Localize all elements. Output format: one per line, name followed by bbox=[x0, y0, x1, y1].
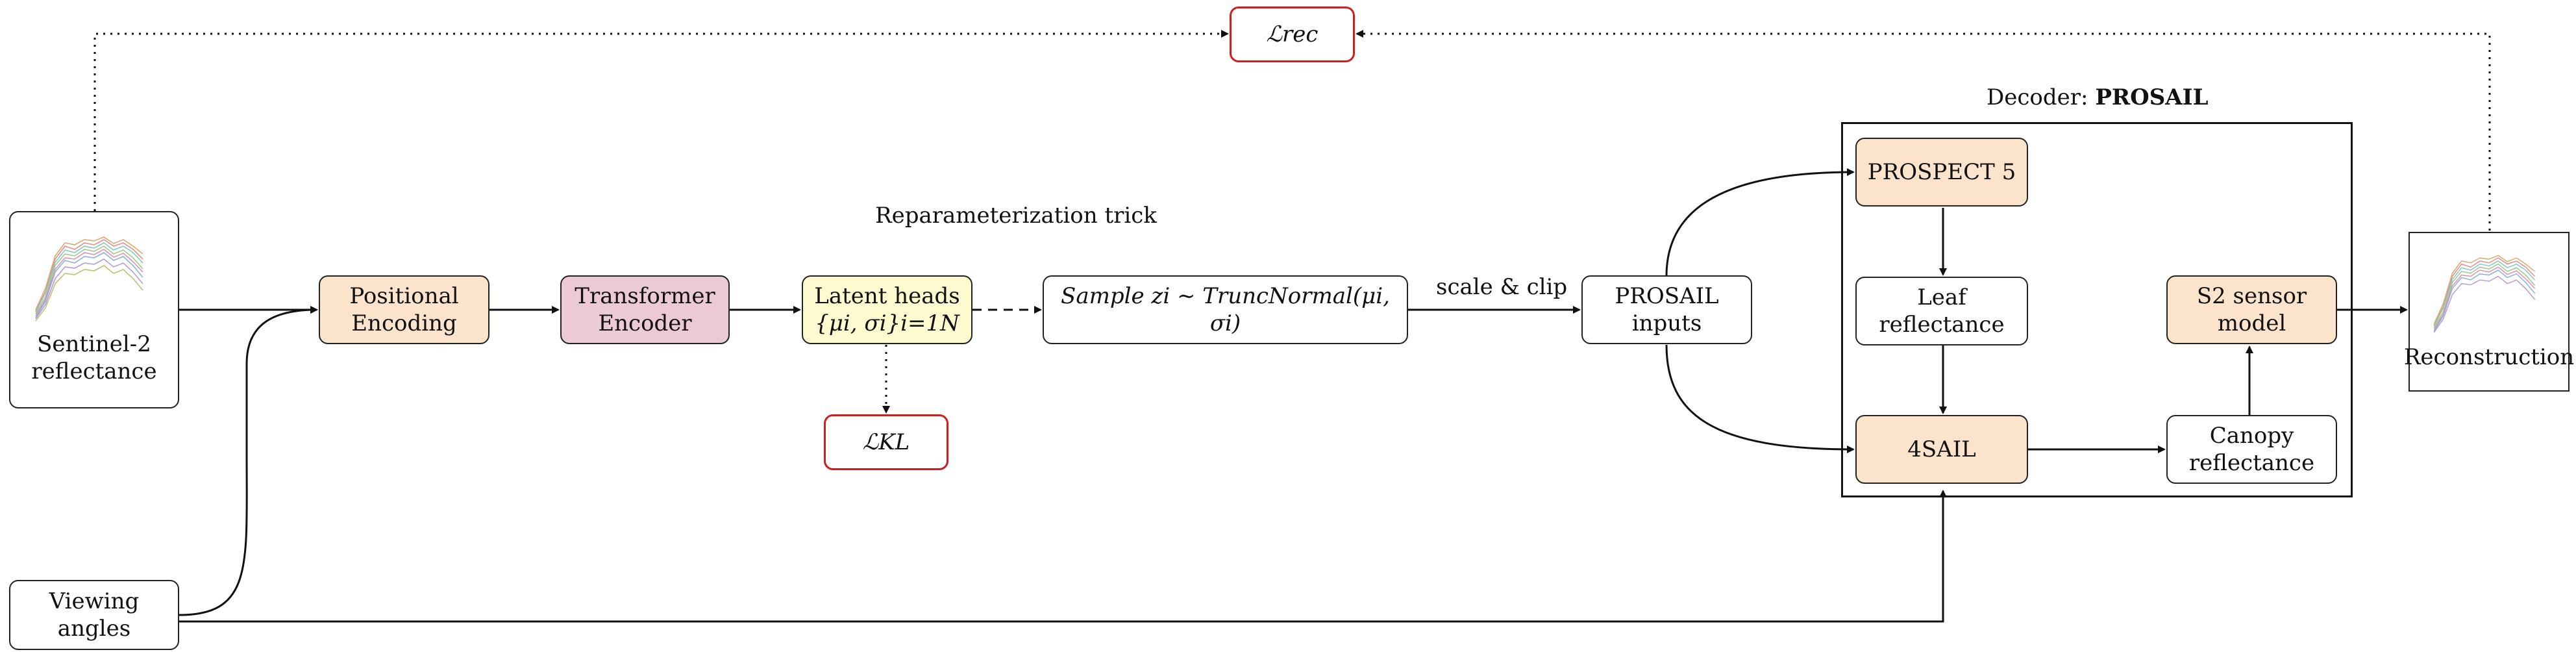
latent-label-line1: Latent heads bbox=[814, 283, 960, 309]
scale-clip-label: scale & clip bbox=[1436, 274, 1568, 300]
arrow-inputs-to-prospect bbox=[1665, 168, 1855, 277]
4sail-node[interactable]: 4SAIL bbox=[1855, 415, 2028, 484]
positional-label-line2: Encoding bbox=[351, 310, 457, 336]
decoder-frame bbox=[1841, 122, 2353, 497]
transformer-label-line2: Encoder bbox=[598, 310, 692, 336]
s2-sensor-model-node[interactable]: S2 sensor model bbox=[2166, 275, 2337, 344]
sentinel-2-input-node[interactable]: Sentinel-2 reflectance bbox=[9, 211, 179, 408]
leaf-label-line2: reflectance bbox=[1879, 312, 2005, 338]
arrow-viewing-to-4sail bbox=[179, 490, 1947, 623]
latent-label-line2: {μi, σi}i=1N bbox=[815, 310, 960, 336]
reconstruction-node[interactable]: Reconstruction bbox=[2404, 232, 2574, 392]
prospect-label: PROSPECT 5 bbox=[1867, 159, 2016, 185]
sentinel-label-line2: reflectance bbox=[31, 358, 157, 384]
s2-label-line2: model bbox=[2217, 310, 2286, 336]
reconstruction-loss-node[interactable]: ℒrec bbox=[1230, 6, 1355, 62]
latent-heads-node[interactable]: Latent heads {μi, σi}i=1N bbox=[802, 275, 972, 344]
decoder-title-prefix: Decoder: bbox=[1987, 84, 2088, 110]
kl-loss-label: ℒKL bbox=[862, 429, 910, 455]
arrow-viewing-to-positional bbox=[179, 306, 318, 616]
decoder-title: Decoder: PROSAIL bbox=[1987, 84, 2209, 110]
kl-loss-node[interactable]: ℒKL bbox=[824, 414, 948, 470]
arrow-sentinel-to-rec-loss bbox=[93, 30, 1229, 211]
canopy-label-line2: reflectance bbox=[2188, 450, 2315, 476]
rec-loss-label: ℒrec bbox=[1266, 21, 1319, 47]
positional-label-line1: Positional bbox=[349, 283, 459, 309]
4sail-label: 4SAIL bbox=[1907, 436, 1976, 462]
prosail-inputs-line1: PROSAIL bbox=[1615, 283, 1719, 309]
decoder-title-name: PROSAIL bbox=[2095, 84, 2209, 110]
viewing-label-line1: Viewing bbox=[49, 588, 140, 614]
canopy-reflectance-node[interactable]: Canopy reflectance bbox=[2166, 415, 2337, 484]
viewing-angles-node[interactable]: Viewing angles bbox=[9, 580, 179, 650]
sample-node[interactable]: Sample zi ∼ TruncNormal(μi, σi) bbox=[1043, 275, 1408, 344]
reconstruction-spectra-icon bbox=[2433, 255, 2536, 333]
leaf-label-line1: Leaf bbox=[1917, 284, 1966, 310]
sample-label: Sample zi ∼ TruncNormal(μi, σi) bbox=[1061, 283, 1390, 336]
prospect-5-node[interactable]: PROSPECT 5 bbox=[1855, 138, 2028, 207]
leaf-reflectance-node[interactable]: Leaf reflectance bbox=[1855, 277, 2028, 345]
canopy-label-line1: Canopy bbox=[2209, 423, 2294, 449]
transformer-label-line1: Transformer bbox=[575, 283, 715, 309]
arrow-reconstruction-to-rec-loss bbox=[1356, 30, 2491, 231]
prosail-inputs-line2: inputs bbox=[1631, 310, 1702, 336]
viewing-label-line2: angles bbox=[57, 616, 131, 642]
positional-encoding-node[interactable]: Positional Encoding bbox=[319, 275, 489, 344]
transformer-encoder-node[interactable]: Transformer Encoder bbox=[560, 275, 730, 344]
arrow-inputs-to-4sail bbox=[1665, 344, 1855, 453]
prosail-inputs-node[interactable]: PROSAIL inputs bbox=[1581, 275, 1752, 344]
spectra-thumbnail-icon bbox=[35, 236, 143, 321]
reconstruction-label: Reconstruction bbox=[2403, 344, 2575, 370]
sentinel-label-line1: Sentinel-2 bbox=[37, 331, 151, 357]
s2-label-line1: S2 sensor bbox=[2196, 283, 2307, 309]
reparameterization-label: Reparameterization trick bbox=[875, 203, 1157, 229]
